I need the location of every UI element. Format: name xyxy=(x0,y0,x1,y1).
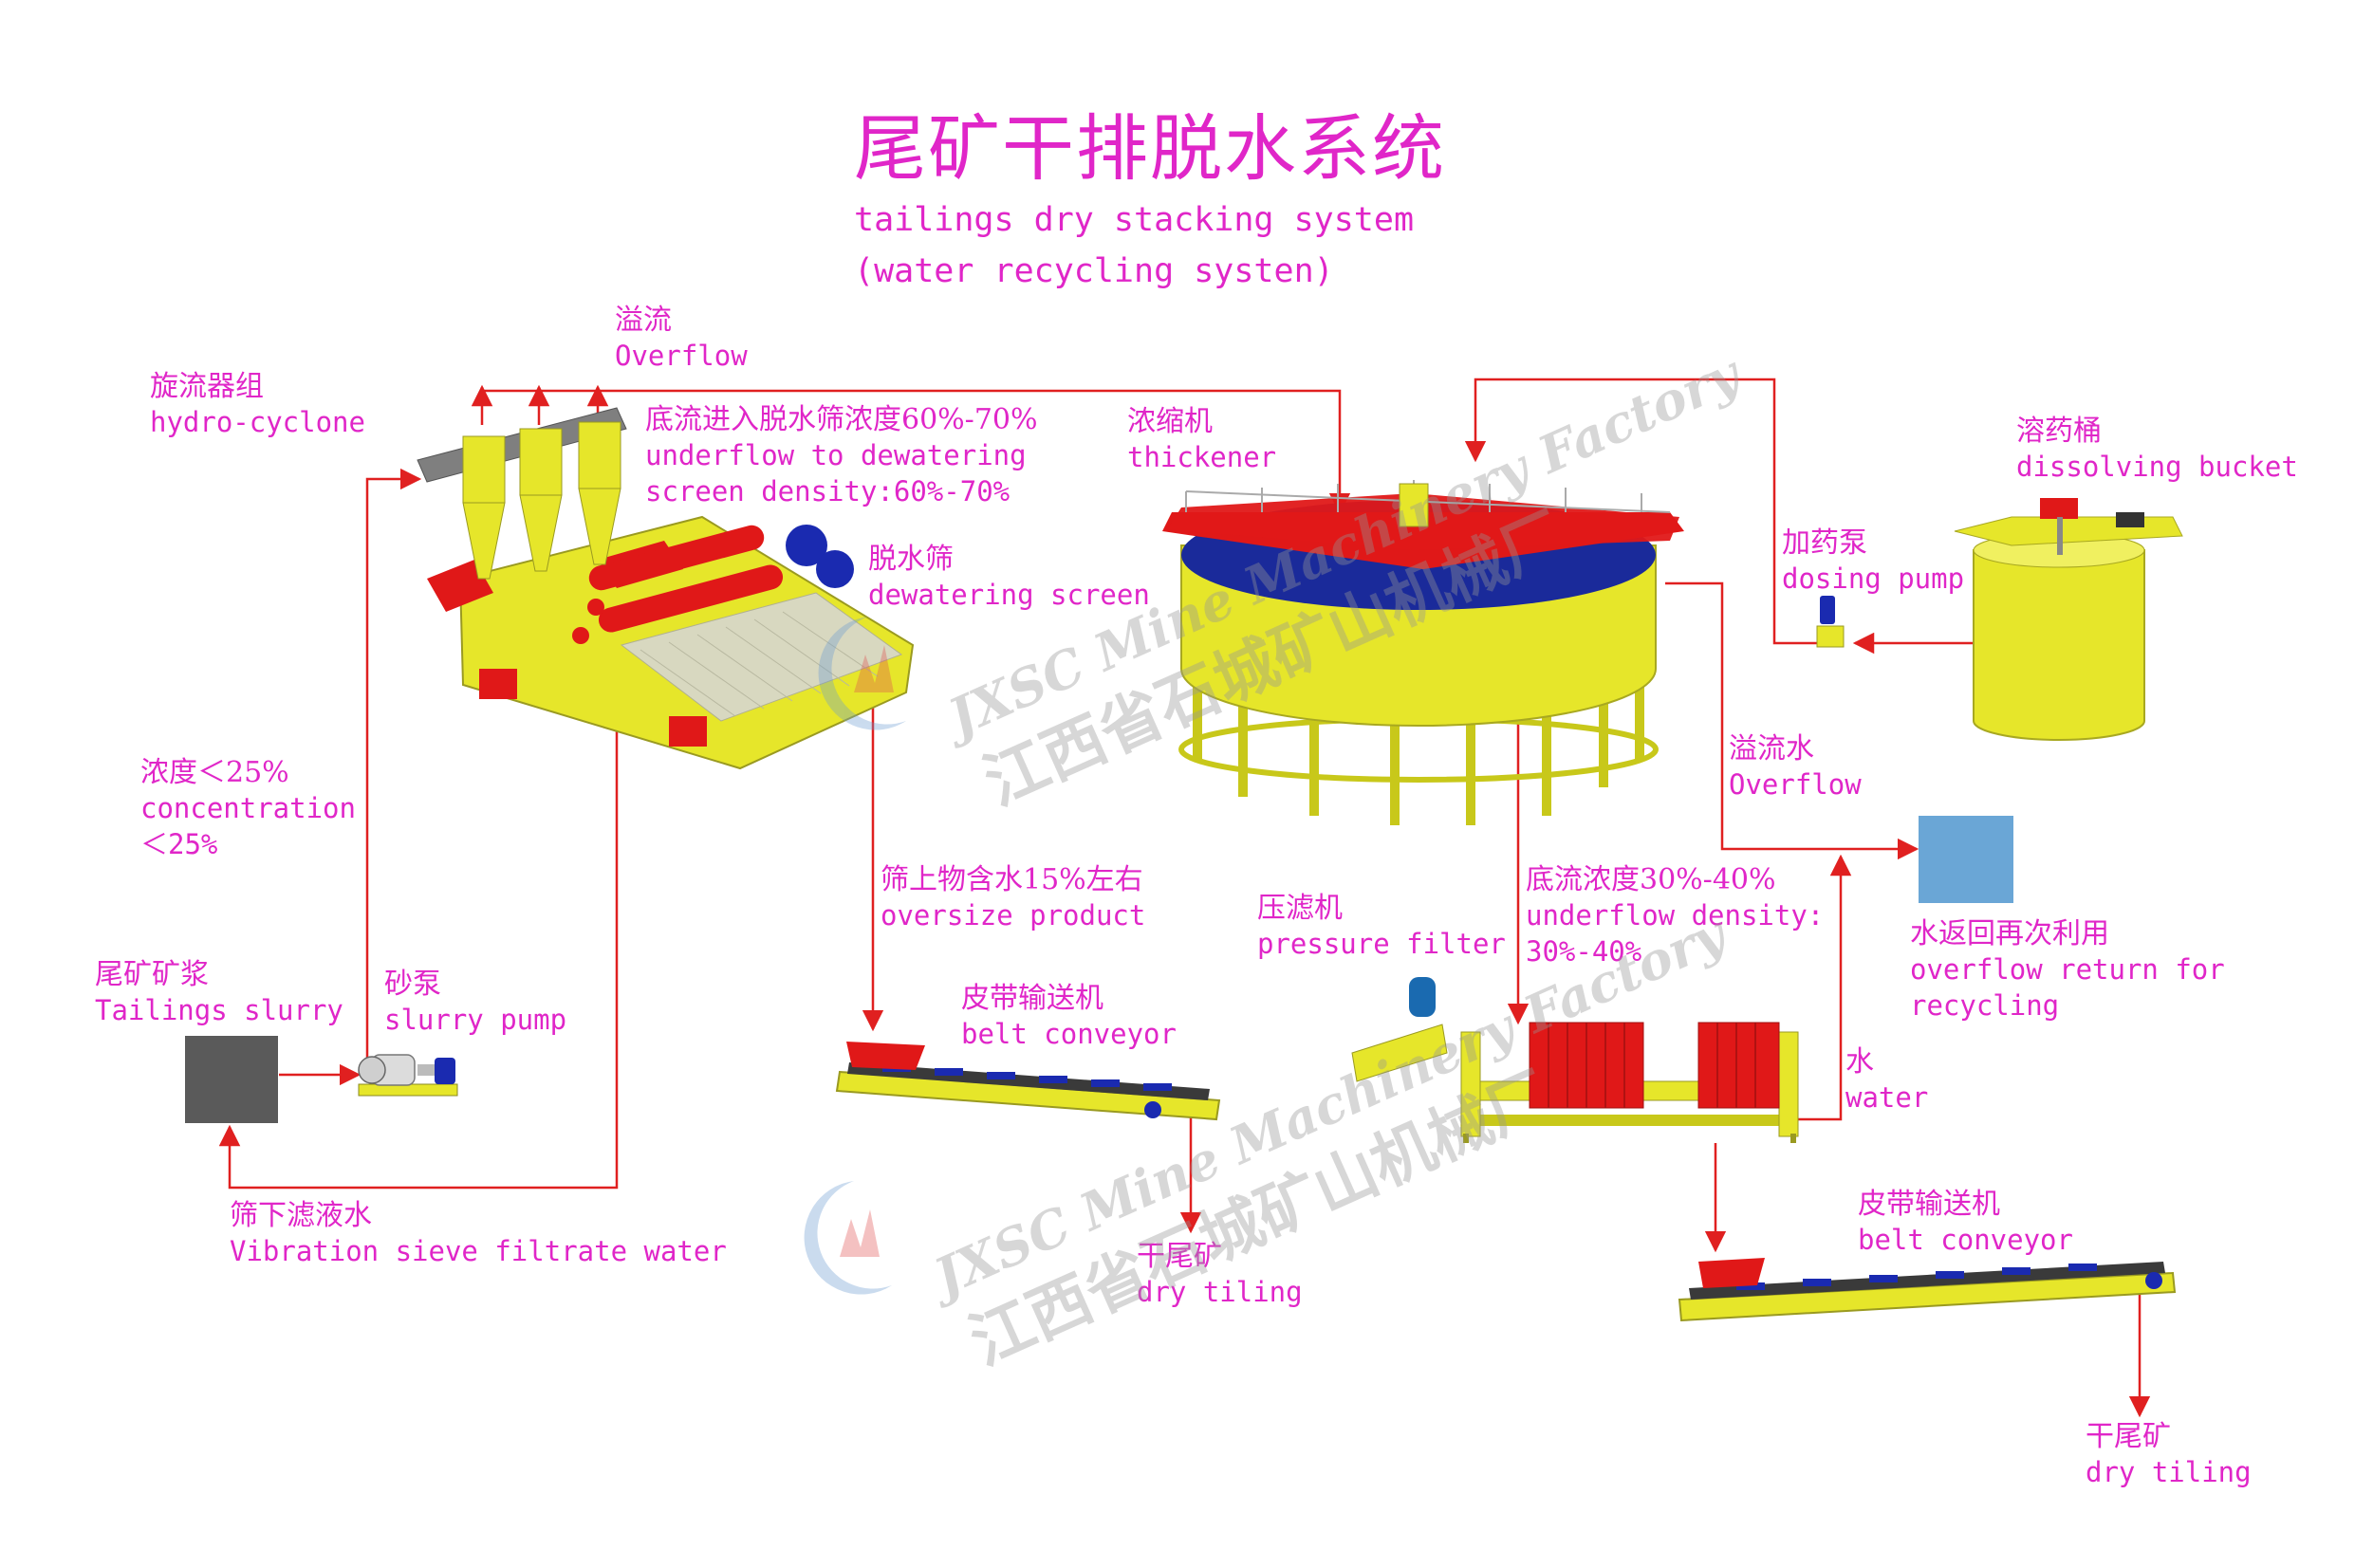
cyclone-3 xyxy=(578,421,621,565)
label-oversize-product: 筛上物含水15%左右 oversize product xyxy=(881,863,1146,932)
label-filtrate-water: 筛下滤液水 Vibration sieve filtrate water xyxy=(230,1199,727,1267)
label-dewatering-screen: 脱水筛 dewatering screen xyxy=(868,543,1150,611)
slurry-pump xyxy=(358,1054,458,1097)
watermark-logo-1 xyxy=(818,617,906,730)
label-dosing-pump: 加药泵 dosing pump xyxy=(1782,526,1965,595)
label-concentration: 浓度＜25% concentration ＜25% xyxy=(140,756,356,860)
label-belt-conveyor-1: 皮带输送机 belt conveyor xyxy=(961,982,1177,1050)
dissolving-bucket xyxy=(1954,498,2183,741)
screen-deck xyxy=(620,592,903,722)
label-overflow-top: 溢流 Overflow xyxy=(615,304,748,372)
tailings-slurry-box xyxy=(185,1036,278,1123)
screen-motor-2 xyxy=(816,550,854,588)
thickener xyxy=(1162,480,1684,825)
label-overflow-water: 溢流水 Overflow xyxy=(1729,732,1862,801)
label-water: 水 water xyxy=(1845,1045,1929,1114)
label-underflow-density: 底流浓度30%-40% underflow density: 30%-40% xyxy=(1526,863,1825,968)
cyclone-1 xyxy=(462,435,506,580)
page-subtitle-1: tailings dry stacking system xyxy=(854,201,1415,239)
pressure-filter xyxy=(1351,977,1799,1143)
label-underflow-screen: 底流进入脱水筛浓度60%-70% underflow to dewatering… xyxy=(645,403,1038,507)
flow-filtrate-return xyxy=(218,726,619,1190)
flow-overflow-water xyxy=(1665,581,1919,860)
label-thickener: 浓缩机 thickener xyxy=(1127,405,1277,473)
flow-pump-to-cyclone xyxy=(365,468,422,1061)
label-dry-tiling-1: 干尾矿 dry tiling xyxy=(1137,1240,1303,1308)
flow-overflow-to-thickener xyxy=(482,389,1351,515)
watermark-logo-2 xyxy=(804,1181,892,1295)
label-dissolving-bucket: 溶药桶 dissolving bucket xyxy=(2016,415,2298,483)
title-block: 尾矿干排脱水系统 tailings dry stacking system (w… xyxy=(854,90,1446,298)
flow-filter-water xyxy=(1791,854,1852,1121)
filter-plates-2 xyxy=(1697,1022,1780,1109)
flow-dosing-to-thickener xyxy=(1464,378,1831,645)
cyclone-2 xyxy=(519,428,563,572)
label-pressure-filter: 压滤机 pressure filter xyxy=(1257,892,1506,960)
water-recycle-tank xyxy=(1919,816,2013,903)
label-dry-tiling-2: 干尾矿 dry tiling xyxy=(2086,1420,2252,1488)
label-belt-conveyor-2: 皮带输送机 belt conveyor xyxy=(1858,1188,2073,1256)
dewatering-screen-assembly xyxy=(417,407,915,770)
label-water-return: 水返回再次利用 overflow return for recycling xyxy=(1910,917,2225,1022)
page-subtitle-2: (water recycling systen) xyxy=(854,252,1334,291)
page-title: 尾矿干排脱水系统 xyxy=(854,106,1446,191)
label-hydro-cyclone: 旋流器组 hydro-cyclone xyxy=(150,370,365,438)
dosing-pump xyxy=(1816,596,1845,648)
belt-conveyor-1 xyxy=(835,1042,1221,1121)
belt-conveyor-2 xyxy=(1678,1258,2177,1322)
label-tailings-slurry: 尾矿矿浆 Tailings slurry xyxy=(95,958,343,1026)
screen-motor-1 xyxy=(786,525,827,566)
label-slurry-pump: 砂泵 slurry pump xyxy=(384,968,567,1036)
